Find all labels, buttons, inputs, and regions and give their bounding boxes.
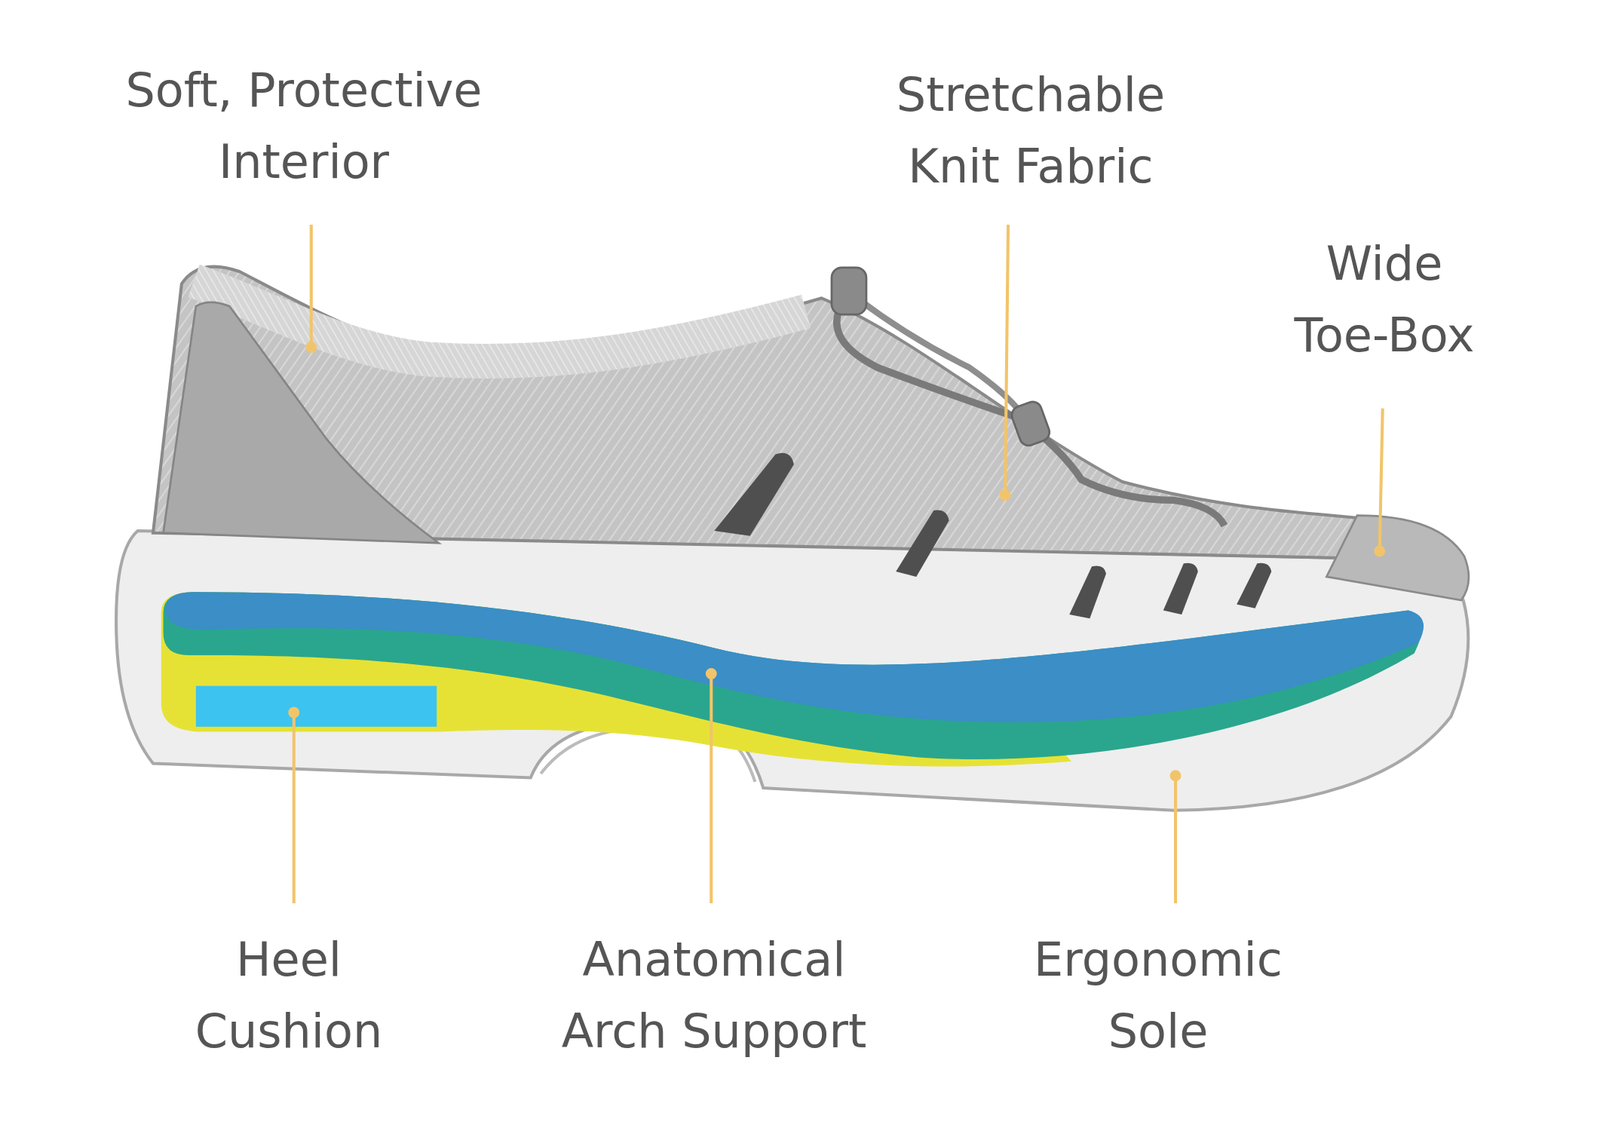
lace-cord <box>836 296 1225 526</box>
toe-cap <box>1326 515 1469 601</box>
leader-lines <box>289 224 1384 904</box>
leader-dot <box>1375 547 1384 556</box>
leader-line <box>1005 224 1009 496</box>
leader-dot <box>1001 490 1010 500</box>
cutout <box>1163 563 1199 615</box>
shoe-upper <box>153 266 1464 599</box>
leader-line <box>309 224 313 347</box>
lace-toggle <box>1009 399 1053 449</box>
cutout <box>895 510 949 577</box>
heel-cushion-pad <box>196 686 437 727</box>
part-label: Anatomical Arch Support <box>558 923 871 1067</box>
leader-dot <box>707 669 716 678</box>
part-label: Stretchable Knit Fabric <box>893 58 1169 203</box>
heel-tab <box>163 302 439 543</box>
part-label: Soft, Protective Interior <box>122 54 486 198</box>
leader-dot <box>306 343 316 352</box>
leader-dot <box>289 708 298 717</box>
part-label: Wide Toe-Box <box>1291 227 1478 371</box>
cutout <box>714 453 794 537</box>
collar-lining <box>193 280 807 362</box>
lace-toggle <box>831 267 867 315</box>
leader-line <box>1379 408 1383 552</box>
cutout <box>1069 565 1107 619</box>
part-label: Heel Cushion <box>192 923 387 1067</box>
leader-dot <box>1171 771 1181 780</box>
leader-line <box>292 712 296 904</box>
cutout <box>1236 563 1272 609</box>
part-label: Ergonomic Sole <box>1030 923 1286 1067</box>
leader-line <box>1173 775 1178 904</box>
outsole <box>116 530 1469 811</box>
leader-line <box>709 673 713 903</box>
